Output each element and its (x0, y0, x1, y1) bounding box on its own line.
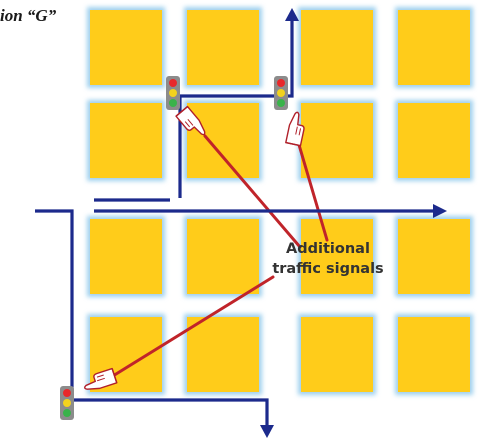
callout-line-1: Additional (286, 241, 370, 257)
traffic-light-icon (166, 76, 180, 110)
city-block (184, 314, 262, 395)
city-block (87, 216, 165, 297)
block-fill (187, 103, 259, 178)
block-fill (187, 219, 259, 294)
pointer-line-top-left (203, 134, 302, 249)
pointer-line-bottom-left (106, 275, 275, 381)
block-fill (398, 219, 470, 294)
arrow-heads (260, 8, 447, 438)
city-block (298, 100, 376, 181)
block-fill (398, 10, 470, 85)
traffic-light-icon (274, 76, 288, 110)
city-block (395, 216, 473, 297)
block-fill (90, 10, 162, 85)
city-block (395, 314, 473, 395)
city-block (298, 314, 376, 395)
pointing-hand-icon (285, 111, 305, 147)
pointing-hand-icon (84, 367, 118, 390)
city-block (298, 216, 376, 297)
traffic-light-icon (60, 386, 74, 420)
block-fill (301, 219, 373, 294)
callout-label: Additional traffic signals (268, 239, 388, 279)
block-fill (187, 10, 259, 85)
city-block (87, 7, 165, 88)
arrow-head-icon (260, 425, 274, 438)
city-block (87, 100, 165, 181)
route-top (178, 18, 294, 198)
arrow-head-icon (433, 204, 447, 218)
city-blocks (87, 7, 473, 395)
figure-title: ion “G” (0, 6, 57, 25)
pointer-lines (106, 134, 329, 381)
block-fill (301, 317, 373, 392)
callout-line-2: traffic signals (272, 261, 384, 277)
block-fill (301, 103, 373, 178)
block-fill (398, 103, 470, 178)
city-block (395, 7, 473, 88)
block-fill (187, 317, 259, 392)
pointer-line-top-right (295, 136, 329, 242)
pointing-hand-icon (175, 105, 206, 136)
city-block (184, 7, 262, 88)
block-fill (90, 219, 162, 294)
city-block (298, 7, 376, 88)
city-block (184, 216, 262, 297)
block-fill (301, 10, 373, 85)
arrow-head-icon (285, 8, 299, 21)
block-fill (90, 103, 162, 178)
city-block (395, 100, 473, 181)
city-block (184, 100, 262, 181)
block-fill (398, 317, 470, 392)
